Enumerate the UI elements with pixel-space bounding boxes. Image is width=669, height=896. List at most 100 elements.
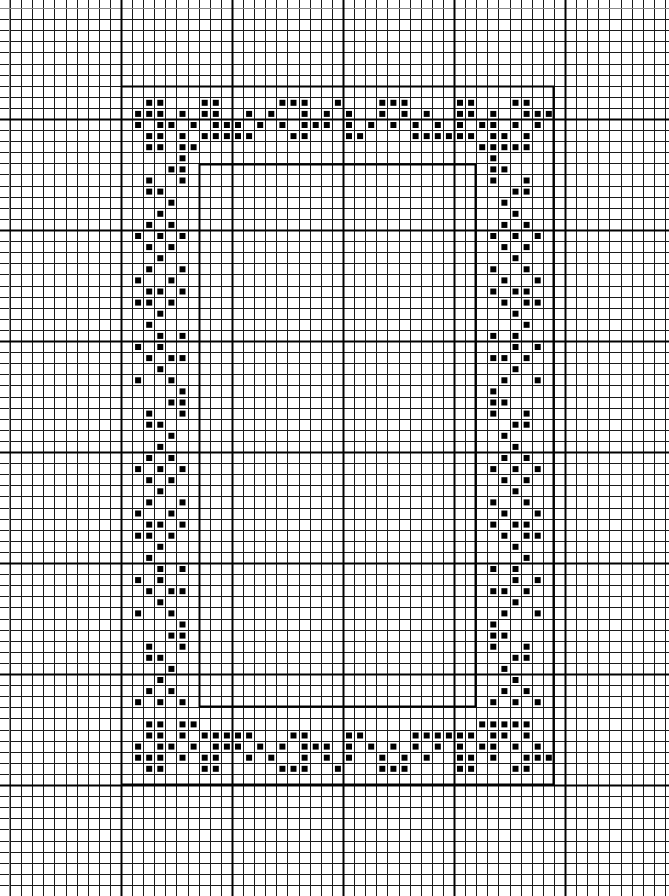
stitch	[146, 111, 152, 117]
stitch	[168, 166, 174, 172]
stitch	[246, 133, 252, 139]
stitch	[180, 233, 186, 239]
stitch	[335, 766, 341, 772]
stitch	[535, 344, 541, 350]
stitch	[346, 133, 352, 139]
stitch	[213, 133, 219, 139]
stitch	[180, 644, 186, 650]
stitch	[524, 289, 530, 295]
stitch	[513, 721, 519, 727]
stitch	[157, 721, 163, 727]
stitch	[146, 522, 152, 528]
stitch	[135, 277, 141, 283]
stitch	[168, 377, 174, 383]
stitch	[413, 122, 419, 128]
stitch	[180, 166, 186, 172]
stitch	[490, 266, 496, 272]
stitch	[379, 755, 385, 761]
stitch	[346, 111, 352, 117]
stitch	[146, 644, 152, 650]
stitch	[279, 766, 285, 772]
stitch	[180, 566, 186, 572]
stitch	[302, 122, 308, 128]
stitch	[146, 422, 152, 428]
stitch	[291, 766, 297, 772]
stitch	[357, 733, 363, 739]
stitch	[180, 178, 186, 184]
stitch	[424, 733, 430, 739]
stitch	[313, 744, 319, 750]
stitch	[268, 111, 274, 117]
stitch	[313, 122, 319, 128]
stitch	[146, 133, 152, 139]
stitch	[168, 455, 174, 461]
stitch	[546, 111, 552, 117]
stitch	[135, 744, 141, 750]
stitch	[513, 699, 519, 705]
stitch	[490, 522, 496, 528]
stitch	[235, 133, 241, 139]
stitch	[135, 122, 141, 128]
stitch	[435, 744, 441, 750]
stitch	[224, 133, 230, 139]
stitch	[202, 755, 208, 761]
stitch	[146, 755, 152, 761]
stitch	[146, 189, 152, 195]
stitch	[490, 133, 496, 139]
stitch	[135, 577, 141, 583]
stitch	[180, 133, 186, 139]
stitch	[535, 699, 541, 705]
stitch	[180, 111, 186, 117]
stitch	[457, 111, 463, 117]
stitch	[535, 122, 541, 128]
stitch	[146, 766, 152, 772]
stitch	[346, 122, 352, 128]
stitch	[146, 222, 152, 228]
stitch	[501, 166, 507, 172]
stitch	[524, 111, 530, 117]
stitch	[213, 122, 219, 128]
stitch	[146, 322, 152, 328]
stitch	[468, 111, 474, 117]
stitch	[424, 111, 430, 117]
stitch	[390, 766, 396, 772]
stitch	[135, 533, 141, 539]
stitch	[291, 133, 297, 139]
stitch	[501, 455, 507, 461]
stitch	[168, 355, 174, 361]
stitch	[435, 122, 441, 128]
stitch	[168, 400, 174, 406]
stitch	[168, 533, 174, 539]
stitch	[524, 588, 530, 594]
stitch	[157, 522, 163, 528]
stitch	[224, 744, 230, 750]
stitch	[146, 178, 152, 184]
stitch	[535, 533, 541, 539]
stitch	[501, 200, 507, 206]
stitch	[513, 488, 519, 494]
stitch	[180, 499, 186, 505]
stitch	[213, 755, 219, 761]
stitch	[524, 766, 530, 772]
stitch	[135, 610, 141, 616]
stitch	[513, 100, 519, 106]
stitch	[501, 666, 507, 672]
stitch	[146, 355, 152, 361]
stitch	[146, 244, 152, 250]
stitch	[501, 477, 507, 483]
stitch	[524, 133, 530, 139]
stitch	[157, 577, 163, 583]
stitch	[146, 455, 152, 461]
stitch	[146, 411, 152, 417]
stitch	[457, 122, 463, 128]
stitch	[246, 111, 252, 117]
stitch	[468, 733, 474, 739]
stitch	[157, 566, 163, 572]
stitch	[513, 522, 519, 528]
stitch	[524, 244, 530, 250]
stitch	[501, 588, 507, 594]
stitch	[524, 644, 530, 650]
stitch	[513, 344, 519, 350]
stitch	[501, 144, 507, 150]
